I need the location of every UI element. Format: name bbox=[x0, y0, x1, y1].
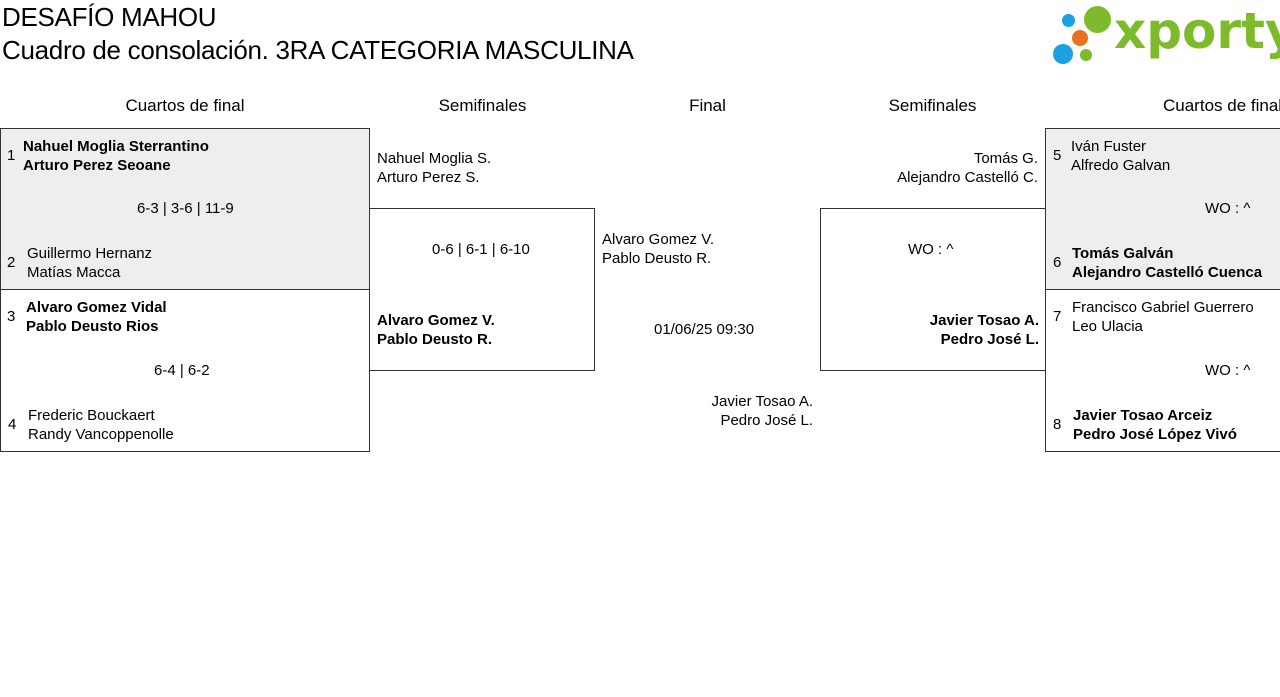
player-name: Frederic Bouckaert bbox=[28, 407, 155, 424]
match-left-semi: 0-6 | 6-1 | 6-10 Alvaro Gomez V. Pablo D… bbox=[369, 208, 595, 371]
seed-number: 4 bbox=[8, 416, 17, 433]
team-loser: Guillermo Hernanz Matías Macca bbox=[27, 244, 152, 282]
page-subtitle: Cuadro de consolación. 3RA CATEGORIA MAS… bbox=[2, 35, 634, 65]
match-score: WO : ^ bbox=[1205, 200, 1251, 217]
player-name: Javier Tosao A. bbox=[929, 312, 1039, 329]
player-name: Tomás G. bbox=[973, 150, 1038, 167]
player-name: Alvaro Gomez Vidal bbox=[26, 299, 167, 316]
match-left-qf-2: 3 Alvaro Gomez Vidal Pablo Deusto Rios 6… bbox=[0, 289, 370, 452]
player-name: Pedro José L. bbox=[720, 412, 813, 429]
player-name: Alfredo Galvan bbox=[1071, 157, 1171, 174]
player-name: Nahuel Moglia S. bbox=[377, 150, 492, 167]
match-right-qf-2: 7 Francisco Gabriel Guerrero Leo Ulacia … bbox=[1045, 289, 1280, 452]
player-name: Tomás Galván bbox=[1072, 245, 1174, 262]
logo-dot-green bbox=[1084, 6, 1111, 33]
team-winner: Javier Tosao A. Pedro José L. bbox=[930, 311, 1039, 349]
match-score: 6-3 | 3-6 | 11-9 bbox=[137, 200, 234, 217]
logo-dot-green-small bbox=[1080, 49, 1092, 61]
team-loser: Iván Fuster Alfredo Galvan bbox=[1071, 137, 1170, 175]
team-winner: Tomás Galván Alejandro Castelló Cuenca bbox=[1072, 244, 1262, 282]
final-datetime: 01/06/25 09:30 bbox=[654, 321, 755, 338]
player-name: Javier Tosao Arceiz bbox=[1073, 407, 1213, 424]
team-winner: Alvaro Gomez Vidal Pablo Deusto Rios bbox=[26, 298, 167, 336]
seed-number: 2 bbox=[7, 254, 16, 271]
team-loser: Frederic Bouckaert Randy Vancoppenolle bbox=[28, 406, 174, 444]
player-name: Alejandro Castelló C. bbox=[897, 169, 1038, 186]
column-header-right-quarters: Cuartos de final bbox=[1163, 96, 1280, 115]
column-header-final: Final bbox=[689, 96, 726, 115]
seed-number: 3 bbox=[7, 308, 16, 325]
column-header-left-quarters: Cuartos de final bbox=[125, 96, 245, 115]
seed-number: 6 bbox=[1053, 254, 1062, 271]
seed-number: 8 bbox=[1053, 416, 1062, 433]
player-name: Nahuel Moglia Sterrantino bbox=[23, 138, 209, 155]
team-winner: Javier Tosao Arceiz Pedro José López Viv… bbox=[1073, 406, 1237, 444]
seed-number: 7 bbox=[1053, 308, 1062, 325]
player-name: Javier Tosao A. bbox=[711, 393, 813, 410]
final-team-a: Alvaro Gomez V. Pablo Deusto R. bbox=[602, 230, 714, 268]
player-name: Alvaro Gomez V. bbox=[602, 231, 714, 248]
player-name: Matías Macca bbox=[27, 264, 121, 281]
right-semi-team-a: Tomás G. Alejandro Castelló C. bbox=[897, 149, 1038, 187]
seed-number: 1 bbox=[7, 147, 16, 164]
match-score: WO : ^ bbox=[1205, 362, 1251, 379]
match-right-semi: WO : ^ Javier Tosao A. Pedro José L. bbox=[820, 208, 1046, 371]
left-semi-team-a: Nahuel Moglia S. Arturo Perez S. bbox=[377, 149, 491, 187]
player-name: Leo Ulacia bbox=[1072, 318, 1143, 335]
player-name: Guillermo Hernanz bbox=[27, 245, 153, 262]
player-name: Francisco Gabriel Guerrero bbox=[1072, 299, 1254, 316]
player-name: Arturo Perez Seoane bbox=[23, 157, 171, 174]
final-team-b: Javier Tosao A. Pedro José L. bbox=[712, 392, 813, 430]
page-title: DESAFÍO MAHOU bbox=[2, 2, 217, 32]
match-score: WO : ^ bbox=[908, 241, 954, 258]
column-header-right-semis: Semifinales bbox=[888, 96, 977, 115]
match-right-qf-1: 5 Iván Fuster Alfredo Galvan WO : ^ 6 To… bbox=[1045, 128, 1280, 290]
logo-text: xporty bbox=[1114, 2, 1280, 60]
match-left-qf-1: 1 Nahuel Moglia Sterrantino Arturo Perez… bbox=[0, 128, 370, 290]
logo-dot-blue bbox=[1053, 44, 1073, 64]
match-score: 6-4 | 6-2 bbox=[154, 362, 210, 379]
player-name: Pedro José López Vivó bbox=[1073, 426, 1237, 443]
seed-number: 5 bbox=[1053, 147, 1062, 164]
logo-dot-orange bbox=[1072, 30, 1088, 46]
team-winner: Alvaro Gomez V. Pablo Deusto R. bbox=[377, 311, 495, 349]
player-name: Alvaro Gomez V. bbox=[377, 312, 495, 329]
player-name: Pablo Deusto Rios bbox=[26, 318, 159, 335]
player-name: Randy Vancoppenolle bbox=[28, 426, 174, 443]
player-name: Pablo Deusto R. bbox=[377, 331, 493, 348]
team-winner: Nahuel Moglia Sterrantino Arturo Perez S… bbox=[23, 137, 209, 175]
player-name: Alejandro Castelló Cuenca bbox=[1072, 264, 1263, 281]
player-name: Pablo Deusto R. bbox=[602, 250, 712, 267]
player-name: Pedro José L. bbox=[940, 331, 1039, 348]
match-score: 0-6 | 6-1 | 6-10 bbox=[432, 241, 530, 258]
player-name: Iván Fuster bbox=[1071, 138, 1147, 155]
xporty-logo: xporty bbox=[1050, 2, 1280, 68]
logo-dot-blue-small bbox=[1062, 14, 1075, 27]
team-loser: Francisco Gabriel Guerrero Leo Ulacia bbox=[1072, 298, 1254, 336]
column-header-left-semis: Semifinales bbox=[438, 96, 527, 115]
player-name: Arturo Perez S. bbox=[377, 169, 480, 186]
